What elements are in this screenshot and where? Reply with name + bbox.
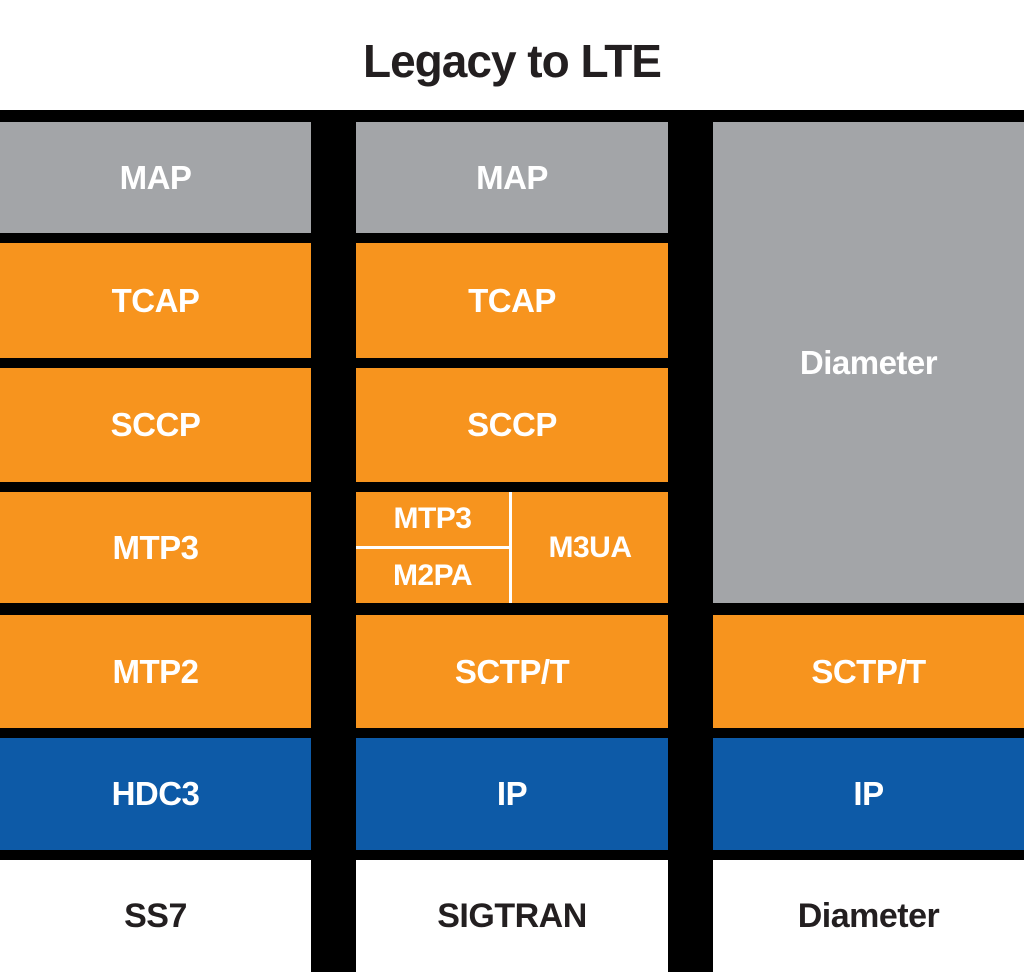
stack-label-diameter: Diameter — [713, 860, 1024, 972]
protocol-board: MAP TCAP SCCP MTP3 MTP2 HDC3 SS7 MAP TCA… — [0, 110, 1024, 972]
stack-sigtran: MAP TCAP SCCP MTP3 M2PA M3UA SCTP/T IP S… — [356, 110, 668, 972]
block-sigtran-m3ua: M3UA — [548, 530, 632, 564]
block-diameter-ip: IP — [713, 738, 1024, 850]
block-ss7-mtp3: MTP3 — [0, 492, 311, 603]
block-ss7-tcap: TCAP — [0, 243, 311, 358]
block-sigtran-adaptation: MTP3 M2PA M3UA — [356, 492, 668, 603]
stack-diameter: Diameter SCTP/T IP Diameter — [713, 110, 1024, 972]
block-diameter-sctp: SCTP/T — [713, 615, 1024, 728]
block-ss7-mtp2: MTP2 — [0, 615, 311, 728]
block-ss7-sccp: SCCP — [0, 368, 311, 482]
stack-ss7: MAP TCAP SCCP MTP3 MTP2 HDC3 SS7 — [0, 110, 311, 972]
block-diameter-diameter: Diameter — [713, 122, 1024, 603]
block-sigtran-map: MAP — [356, 122, 668, 233]
block-ss7-hdc3: HDC3 — [0, 738, 311, 850]
stack-label-sigtran: SIGTRAN — [356, 860, 668, 972]
block-sigtran-ip: IP — [356, 738, 668, 850]
diagram-title: Legacy to LTE — [363, 35, 662, 87]
block-sigtran-sccp: SCCP — [356, 368, 668, 482]
sigtran-split-left: MTP3 M2PA — [356, 492, 512, 603]
block-ss7-map: MAP — [0, 122, 311, 233]
block-sigtran-mtp3: MTP3 — [356, 492, 509, 549]
block-sigtran-sctp: SCTP/T — [356, 615, 668, 728]
stack-label-ss7: SS7 — [0, 860, 311, 972]
block-sigtran-m2pa: M2PA — [392, 559, 473, 592]
block-sigtran-tcap: TCAP — [356, 243, 668, 358]
